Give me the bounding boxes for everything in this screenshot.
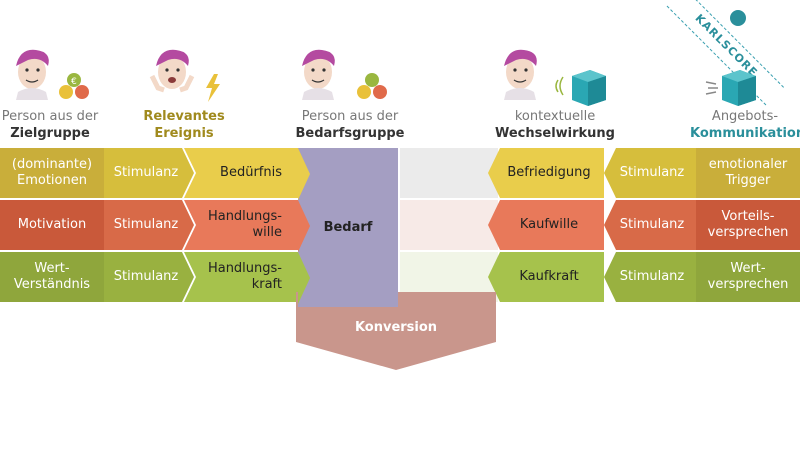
- stimulanz-right-label: Stimulanz: [608, 200, 696, 250]
- mid-right-label: Befriedigung: [494, 148, 604, 198]
- row-center-bg: [400, 200, 498, 250]
- mid-right-label-text: Kaufkraft: [519, 269, 579, 284]
- bedarf-notches: [298, 148, 310, 304]
- stimulanz-right-label: Stimulanz: [608, 252, 696, 302]
- row-center-bg: [400, 148, 498, 198]
- row-left-cell: [0, 200, 104, 250]
- row-right-label: emotionaler Trigger: [696, 148, 800, 198]
- header-wechselwirkung: kontextuelle Wechselwirkung: [490, 108, 620, 142]
- bedarf-column: Bedarf: [298, 148, 398, 307]
- mid-left-label: Handlungs- wille: [196, 200, 296, 250]
- header-bottom: Kommunikation: [690, 126, 800, 141]
- stimulanz-left-label-text: Stimulanz: [113, 217, 179, 232]
- row-left-cell: [0, 148, 104, 198]
- row-stimulanz-left: [104, 148, 194, 198]
- header-bottom: Wechselwirkung: [494, 126, 615, 141]
- header-top: Angebots-: [711, 109, 779, 124]
- row-left-label-text: Motivation: [17, 217, 87, 232]
- bedarf-label: Bedarf: [323, 220, 373, 235]
- stimulanz-right-label-text: Stimulanz: [619, 217, 685, 232]
- mid-left-label-text: Handlungs- wille: [207, 209, 282, 240]
- mid-right-label: Kaufwille: [494, 200, 604, 250]
- header-zielgruppe: Person aus der Zielgruppe: [0, 108, 100, 142]
- row-left-label: (dominante) Emotionen: [0, 148, 104, 198]
- row-stimulanz-right: [604, 148, 696, 198]
- row-mid-left: [184, 200, 298, 250]
- row-mid-right: [488, 252, 604, 302]
- row-left-label: Wert- Verständnis: [0, 252, 104, 302]
- stimulanz-right-label-text: Stimulanz: [619, 165, 685, 180]
- row-mid-right: [488, 200, 604, 250]
- header-kommunikation: Angebots- Kommunikation: [690, 108, 800, 142]
- row-right-label: Vorteils- versprechen: [696, 200, 800, 250]
- row-right-label-text: Vorteils- versprechen: [707, 209, 789, 240]
- row-center-bg: [400, 252, 498, 302]
- row-stimulanz-right: [604, 200, 696, 250]
- row-left-label-text: (dominante) Emotionen: [11, 157, 93, 188]
- stimulanz-left-label-text: Stimulanz: [113, 165, 179, 180]
- row-mid-left: [184, 252, 298, 302]
- row-right-cell: [696, 252, 800, 302]
- mid-left-label: Handlungs- kraft: [196, 252, 296, 302]
- row-mid-left: [184, 148, 298, 198]
- header-illustrations: €: [16, 49, 756, 106]
- row-left-label-text: Wert- Verständnis: [13, 261, 91, 292]
- row-stimulanz-right: [604, 252, 696, 302]
- row-left-cell: [0, 252, 104, 302]
- header-top: kontextuelle: [514, 109, 596, 124]
- row-right-label-text: emotionaler Trigger: [708, 157, 788, 188]
- mid-right-label-text: Befriedigung: [507, 165, 591, 180]
- header-bedarfsgruppe: Person aus der Bedarfsgruppe: [290, 108, 410, 142]
- row-stimulanz-left: [104, 252, 194, 302]
- person-listening-icon: [504, 49, 537, 100]
- karlscore-logo-icon: [730, 10, 746, 26]
- header-bottom: Bedarfsgruppe: [295, 126, 405, 141]
- header-top: Person aus der: [301, 109, 399, 124]
- cube-icon: [722, 70, 756, 106]
- lightning-icon: [206, 74, 220, 102]
- signal-lines-icon: [705, 81, 718, 95]
- stimulanz-left-label: Stimulanz: [104, 252, 188, 302]
- person-excited-icon: [149, 49, 195, 93]
- mid-right-label-text: Kaufwille: [519, 217, 579, 232]
- stimulanz-left-label: Stimulanz: [104, 148, 188, 198]
- konversion-arrow: [296, 292, 496, 370]
- header-bottom: Ereignis: [154, 126, 214, 141]
- row-right-cell: [696, 148, 800, 198]
- coins-icon: [59, 73, 89, 99]
- mid-right-label: Kaufkraft: [494, 252, 604, 302]
- row-mid-right: [488, 148, 604, 198]
- sound-waves-icon: [555, 76, 564, 96]
- person-icon: [16, 49, 49, 100]
- header-top: Relevantes: [143, 109, 225, 124]
- row-right-cell: [696, 200, 800, 250]
- row-left-label: Motivation: [0, 200, 104, 250]
- stimulanz-left-label-text: Stimulanz: [113, 269, 179, 284]
- row-right-label: Wert- versprechen: [696, 252, 800, 302]
- row-right-label-text: Wert- versprechen: [707, 261, 789, 292]
- header-bottom: Zielgruppe: [10, 126, 90, 141]
- euro-symbol: €: [71, 77, 77, 87]
- stimulanz-left-label: Stimulanz: [104, 200, 188, 250]
- stimulanz-right-label: Stimulanz: [608, 148, 696, 198]
- header-top: Person aus der: [1, 109, 99, 124]
- row-stimulanz-left: [104, 200, 194, 250]
- mid-left-label-text: Handlungs- kraft: [207, 261, 282, 292]
- person-icon: [302, 49, 335, 100]
- konversion-label: Konversion: [354, 320, 438, 335]
- coins-icon: [357, 73, 387, 99]
- band-shapes: [0, 148, 800, 302]
- header-ereignis: Relevantes Ereignis: [134, 108, 234, 142]
- mid-left-label: Bedürfnis: [196, 148, 296, 198]
- stimulanz-right-label-text: Stimulanz: [619, 269, 685, 284]
- cube-icon: [572, 70, 606, 106]
- mid-left-label-text: Bedürfnis: [220, 165, 282, 180]
